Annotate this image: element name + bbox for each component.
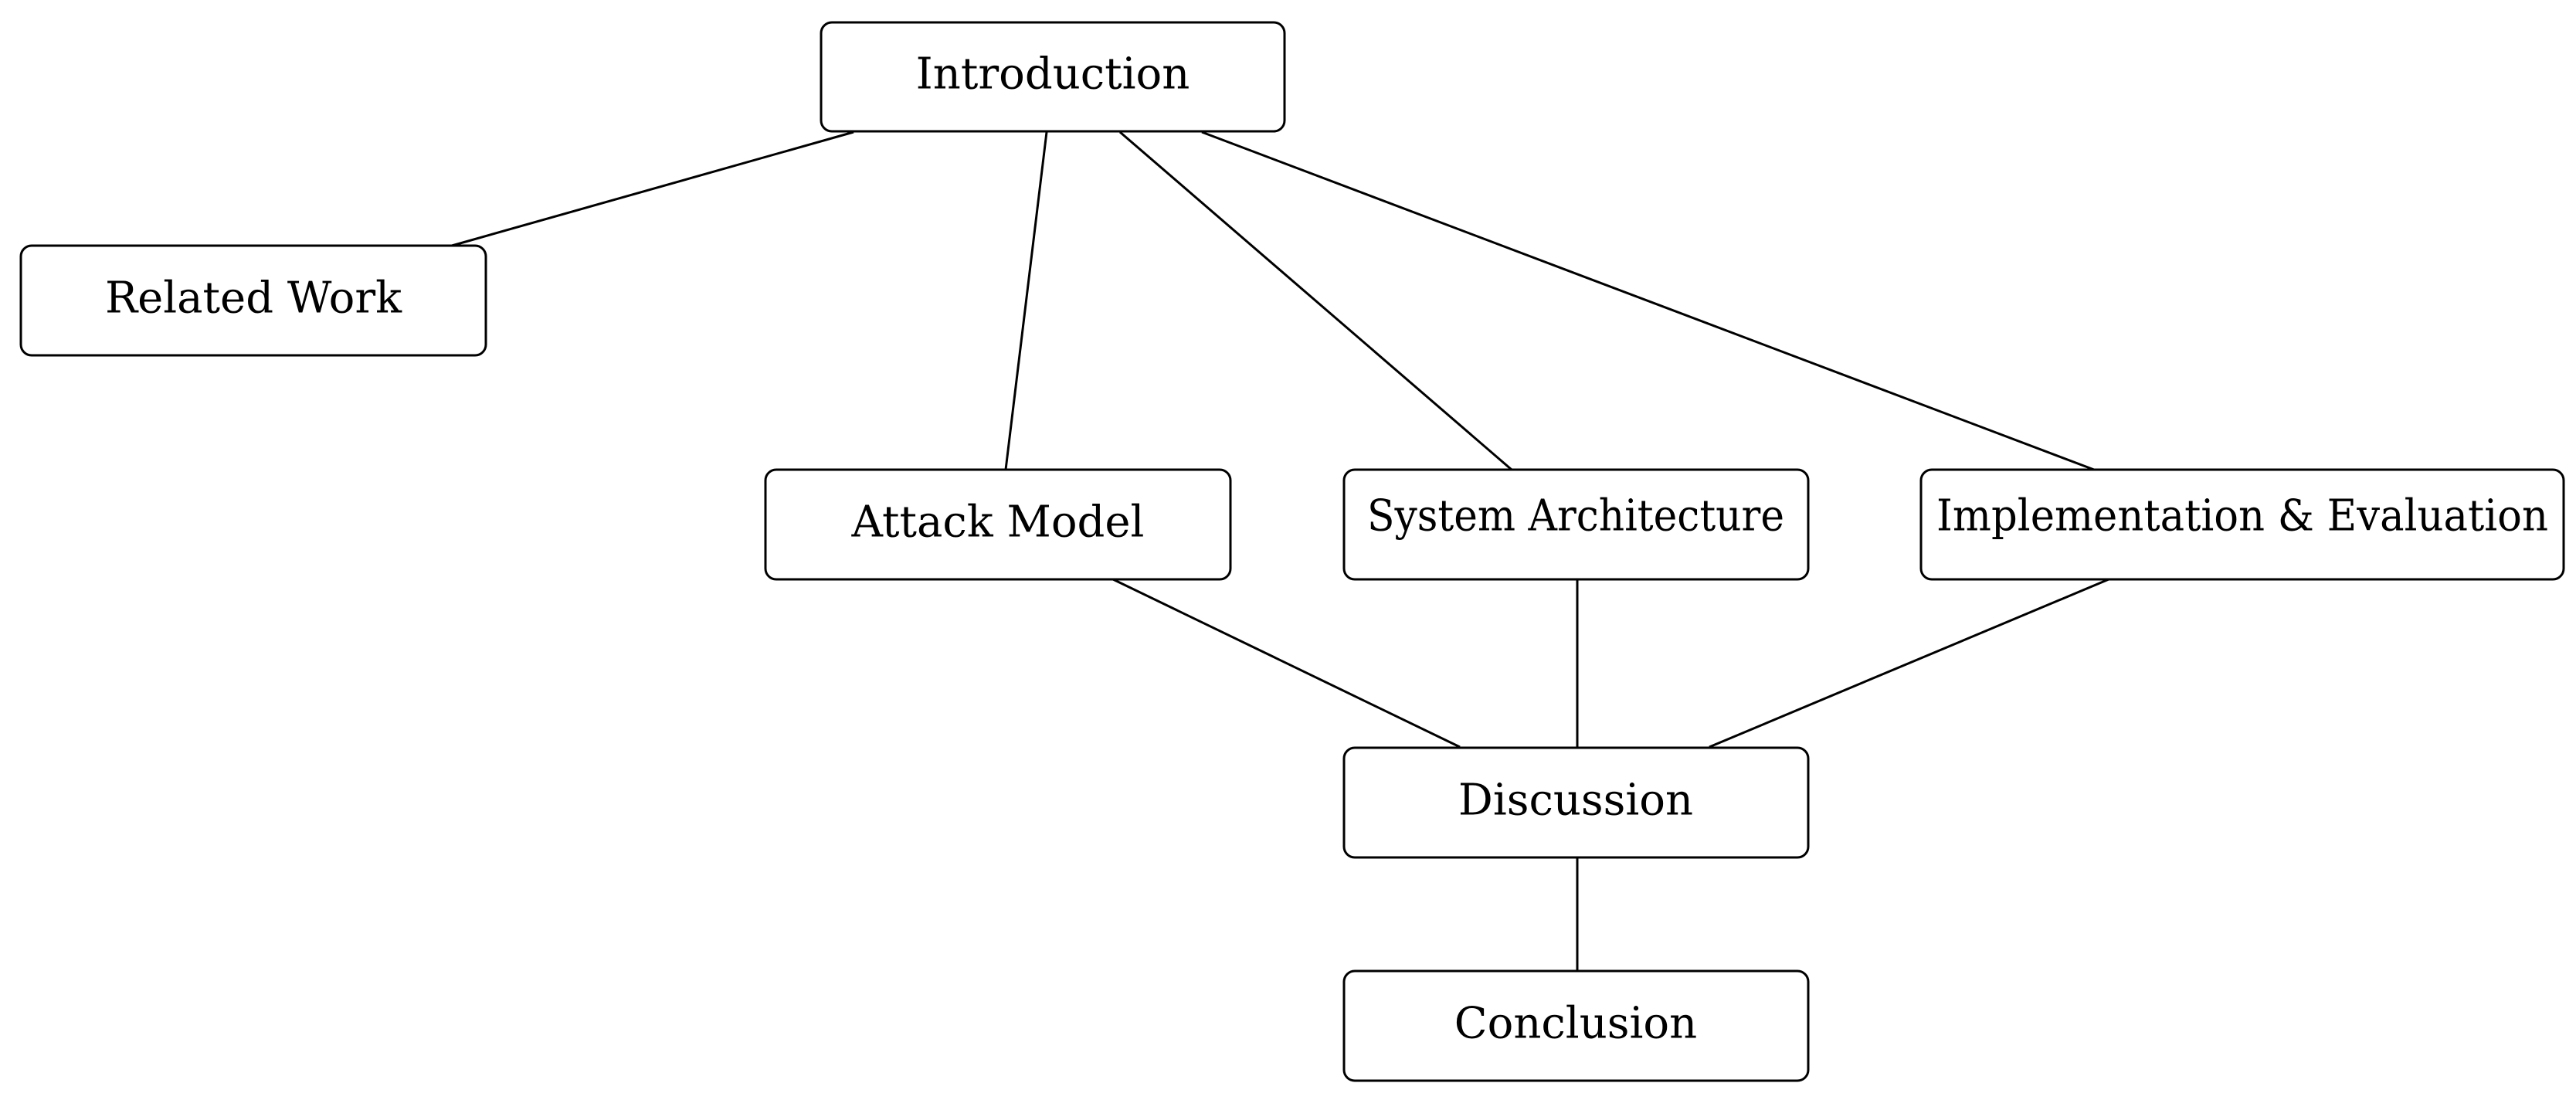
- node-system-architecture-label: System Architecture: [1367, 491, 1784, 542]
- node-implementation-evaluation: Implementation & Evaluation: [1919, 468, 2565, 581]
- node-related-work: Related Work: [19, 244, 487, 357]
- edge-implementation-evaluation-discussion: [1709, 578, 2109, 749]
- connectors: [451, 131, 2109, 970]
- edge-introduction-attack-model: [1004, 131, 1048, 470]
- node-discussion: Discussion: [1342, 746, 1810, 859]
- node-attack-model-label: Attack Model: [851, 497, 1145, 548]
- edge-introduction-related-work: [451, 131, 854, 247]
- edge-introduction-system-architecture: [1119, 131, 1512, 471]
- node-attack-model: Attack Model: [764, 468, 1232, 581]
- edge-introduction-implementation-evaluation: [1201, 131, 2095, 471]
- node-conclusion-label: Conclusion: [1454, 999, 1697, 1049]
- edge-attack-model-discussion: [1112, 578, 1461, 749]
- node-discussion-label: Discussion: [1458, 776, 1693, 826]
- node-implementation-evaluation-label: Implementation & Evaluation: [1936, 491, 2548, 542]
- node-introduction-label: Introduction: [916, 49, 1190, 100]
- node-system-architecture: System Architecture: [1342, 468, 1810, 581]
- node-introduction: Introduction: [820, 21, 1286, 133]
- node-conclusion: Conclusion: [1342, 969, 1810, 1082]
- node-related-work-label: Related Work: [105, 273, 402, 324]
